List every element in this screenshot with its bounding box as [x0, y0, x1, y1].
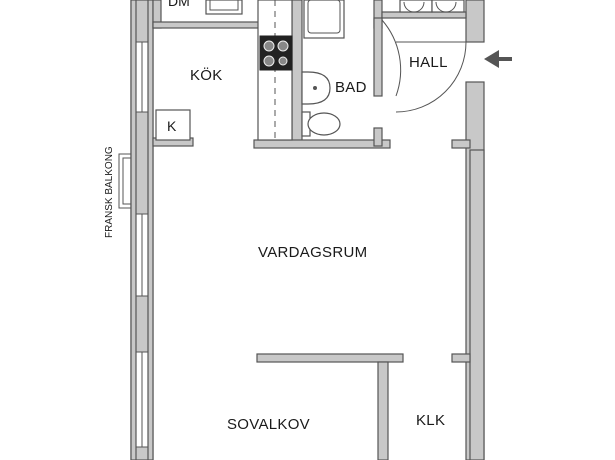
right-exterior-wall — [465, 0, 485, 460]
bathtub-icon — [303, 0, 345, 39]
room-label-closet: KLK — [416, 412, 445, 429]
dm-label: DM — [168, 0, 190, 9]
french-balcony-label: FRANSK BALKONG — [104, 146, 115, 238]
left-exterior-wall — [130, 0, 154, 460]
room-label-sleeping-alcove: SOVALKOV — [227, 416, 310, 433]
room-label-bathroom: BAD — [335, 79, 367, 96]
fridge-label: K — [167, 118, 177, 134]
kitchen-counter — [257, 0, 293, 141]
stove-icon — [259, 35, 293, 71]
fridge-box — [155, 109, 191, 141]
sink-icon — [205, 0, 243, 15]
toilet-icon — [301, 111, 341, 137]
entrance-arrow-icon — [484, 50, 512, 68]
washbasin-icon — [301, 71, 331, 105]
room-label-living-room: VARDAGSRUM — [258, 244, 367, 261]
french-balcony — [118, 153, 131, 209]
room-label-hall: HALL — [409, 54, 448, 71]
room-label-kitchen: KÖK — [190, 66, 223, 84]
